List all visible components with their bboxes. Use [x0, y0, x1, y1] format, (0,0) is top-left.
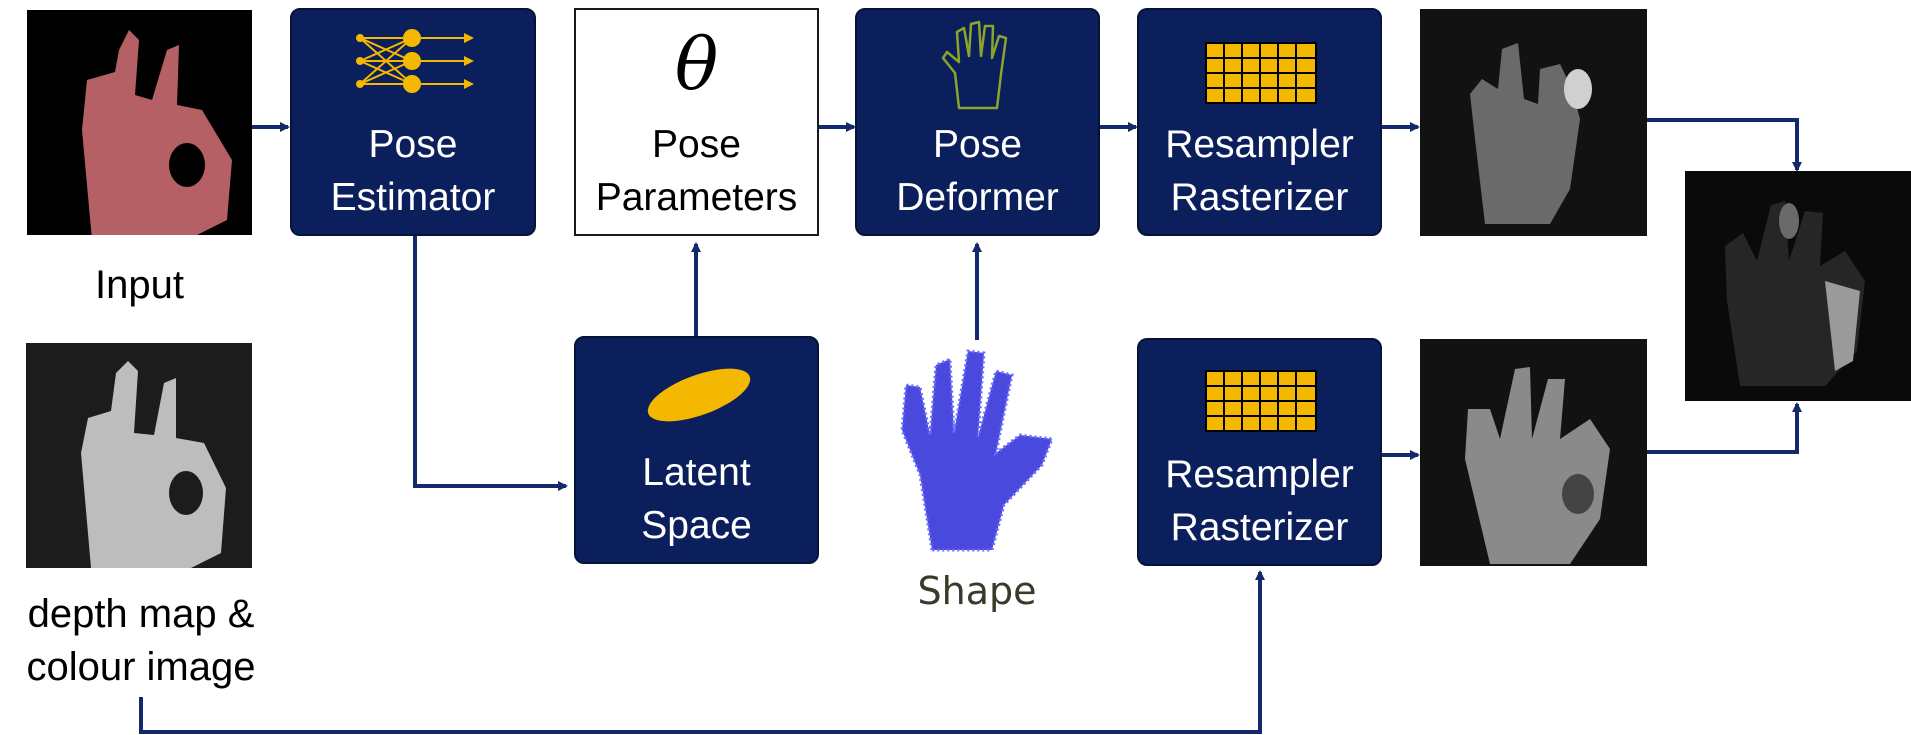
resampler-top-label: Resampler Rasterizer: [1165, 118, 1354, 224]
pose-estimator-line2: Estimator: [330, 176, 496, 219]
depth-map-image: [26, 343, 252, 568]
latent-space-block: Latent Space: [574, 336, 819, 564]
hand-outline-icon: [941, 20, 1008, 110]
pixel-grid-icon: [1205, 370, 1317, 432]
neural-network-icon: [356, 29, 474, 93]
rendered-depth-top-image: [1420, 9, 1647, 236]
pose-deformer-line2: Deformer: [896, 176, 1059, 219]
pixel-grid-icon: [1205, 42, 1317, 104]
pose-estimator-line1: Pose: [368, 123, 458, 166]
pose-parameters-line2: Parameters: [595, 176, 798, 219]
shape-caption: Shape: [917, 569, 1037, 613]
depth-colour-caption: depth map & colour image: [0, 588, 282, 694]
pose-parameters-line1: Pose: [652, 123, 741, 166]
shape-point-cloud-icon: [900, 349, 1055, 552]
resampler-bottom-line2: Rasterizer: [1170, 506, 1349, 549]
rendered-depth-bottom-image: [1420, 339, 1647, 566]
pose-parameters-label: Pose Parameters: [596, 118, 798, 224]
depth-caption-line2: colour image: [26, 645, 256, 689]
latent-space-line2: Space: [641, 504, 752, 547]
latent-ellipse-icon: [647, 368, 751, 422]
resampler-top-line1: Resampler: [1165, 123, 1354, 166]
pose-deformer-label: Pose Deformer: [896, 118, 1059, 224]
input-hand-image: [27, 10, 252, 235]
arrow-render-top-to-diff: [1647, 118, 1802, 172]
arrow-depth-to-resampler: [139, 570, 1265, 734]
theta-symbol: θ: [674, 22, 719, 106]
pose-parameters-block: θ Pose Parameters: [574, 8, 819, 236]
latent-space-label: Latent Space: [641, 446, 752, 552]
arrow-estimator-to-latent: [413, 236, 568, 491]
pose-deformer-block: Pose Deformer: [855, 8, 1100, 236]
resampler-bottom-label: Resampler Rasterizer: [1165, 448, 1354, 554]
resampler-rasterizer-bottom-block: Resampler Rasterizer: [1137, 338, 1382, 566]
latent-space-line1: Latent: [642, 451, 751, 494]
pose-estimator-label: Pose Estimator: [331, 118, 496, 224]
resampler-top-line2: Rasterizer: [1170, 176, 1349, 219]
depth-caption-line1: depth map &: [27, 592, 255, 636]
input-caption: Input: [95, 263, 184, 307]
depth-difference-image: [1685, 171, 1911, 401]
resampler-bottom-line1: Resampler: [1165, 453, 1354, 496]
arrow-render-bottom-to-diff: [1647, 402, 1802, 454]
resampler-rasterizer-top-block: Resampler Rasterizer: [1137, 8, 1382, 236]
pose-estimator-block: Pose Estimator: [290, 8, 536, 236]
pose-deformer-line1: Pose: [933, 123, 1022, 166]
